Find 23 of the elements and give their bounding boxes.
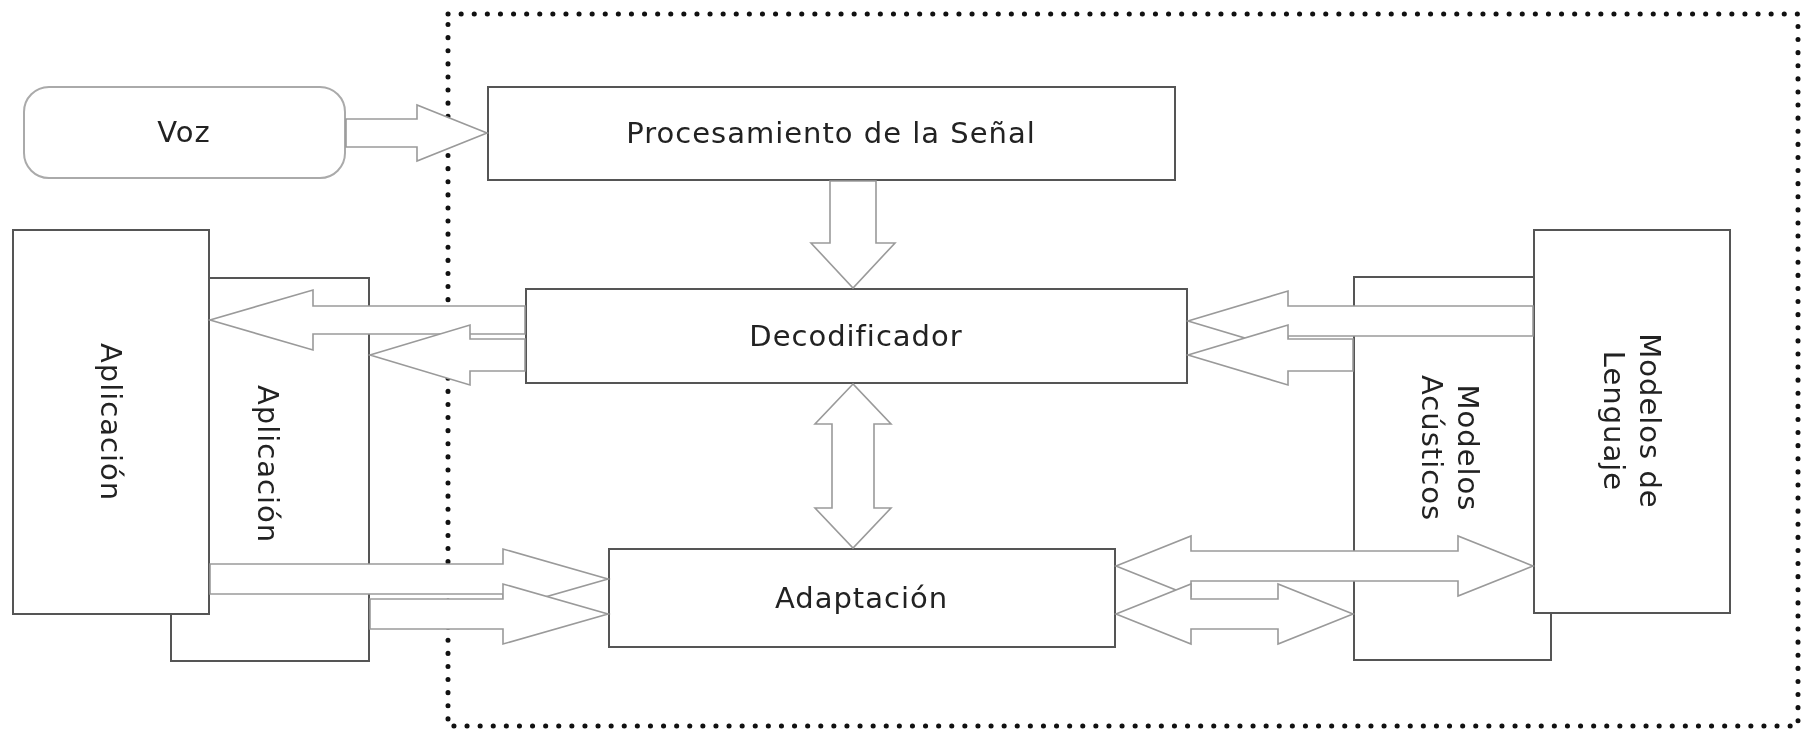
process-box (487, 86, 1176, 181)
box-label: Aplicación (92, 341, 129, 503)
block-arrow (809, 180, 897, 290)
block-arrow (369, 582, 611, 646)
box-label: Voz (156, 113, 212, 151)
block-arrow (1185, 323, 1354, 387)
double-block-arrow (1113, 582, 1356, 646)
process-box (608, 548, 1116, 648)
rounded-input-box (23, 86, 346, 179)
process-box (1533, 229, 1731, 614)
block-arrow (345, 103, 490, 163)
double-block-arrow (1113, 534, 1536, 598)
box-label: Modelos Acústicos (1414, 374, 1487, 523)
box-label: Procesamiento de la Señal (625, 114, 1037, 152)
block-arrow (207, 288, 526, 352)
box-label: Modelos de Lenguaje (1595, 332, 1668, 511)
double-block-arrow (813, 382, 893, 550)
box-label: Aplicación (250, 383, 287, 546)
process-box (525, 288, 1188, 384)
application-box (12, 229, 210, 615)
box-label: Adaptación (773, 579, 950, 616)
box-label: Decodificador (748, 317, 964, 354)
block-arrow (367, 323, 526, 387)
